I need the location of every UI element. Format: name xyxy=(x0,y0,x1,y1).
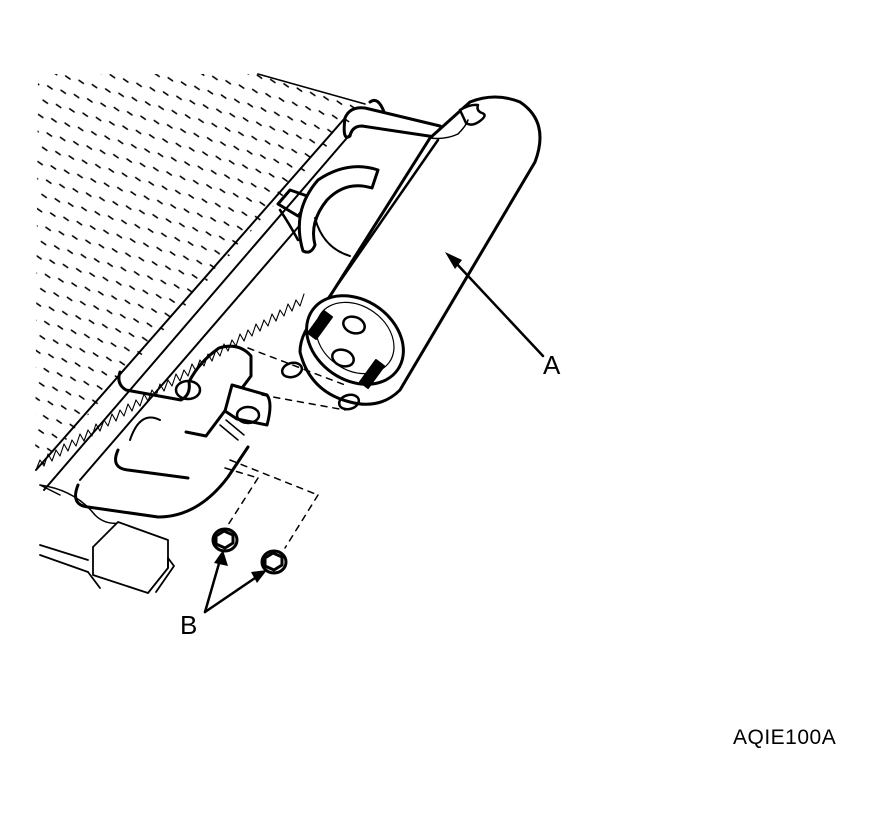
lower-bracket xyxy=(39,521,175,594)
mounting-bracket-upper xyxy=(276,98,447,257)
figure-id-label: AQIE100A xyxy=(733,726,837,749)
receiver-drier xyxy=(298,95,542,406)
condenser-side-tank xyxy=(35,117,353,525)
flange-nuts xyxy=(211,527,288,575)
callout-label-b: B xyxy=(180,610,198,640)
o-rings xyxy=(280,361,361,411)
pipe-block xyxy=(74,344,272,519)
callout-b-leader xyxy=(203,550,267,614)
assembly-guide-lines xyxy=(224,347,346,549)
callout-a-leader xyxy=(445,252,545,358)
callout-label-a: A xyxy=(543,350,561,380)
condenser-core xyxy=(35,73,366,475)
